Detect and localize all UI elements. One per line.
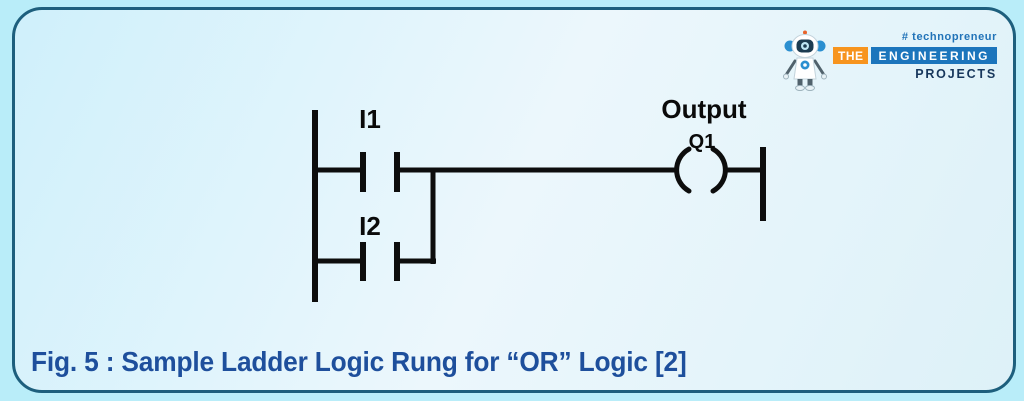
figure-card: I1 I2 Output Q1 Fig. 5 : Sample Ladder L…: [12, 7, 1016, 393]
output-title-label: Output: [661, 94, 747, 124]
contact-i2-label: I2: [359, 211, 381, 241]
figure-caption: Fig. 5 : Sample Ladder Logic Rung for “O…: [31, 346, 687, 377]
coil-q1-label: Q1: [688, 131, 716, 153]
logo-text-block: # technopreneur THE ENGINEERING PROJECTS: [832, 29, 997, 81]
contact-i1-label: I1: [359, 104, 381, 134]
logo-word-engineering: ENGINEERING: [871, 47, 997, 64]
coil-left-arc: [674, 146, 692, 194]
coil-right-arc: [710, 146, 728, 194]
brand-logo: # technopreneur THE ENGINEERING PROJECTS: [782, 29, 997, 91]
logo-word-the: THE: [832, 47, 869, 64]
logo-word-projects: PROJECTS: [915, 67, 997, 81]
logo-tagline: # technopreneur: [901, 31, 997, 43]
ladder-logic-diagram: [312, 110, 766, 302]
logo-badges: THE ENGINEERING: [832, 47, 997, 64]
robot-mascot-icon: [782, 30, 827, 91]
